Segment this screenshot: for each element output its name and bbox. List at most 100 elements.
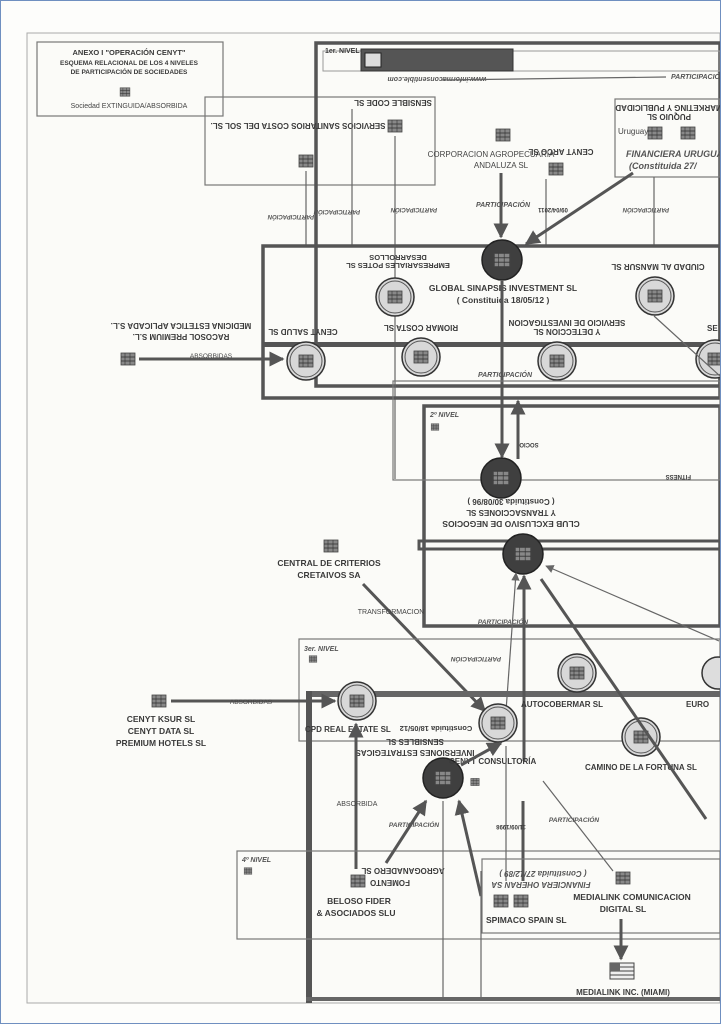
beloso-label-2: & ASOCIADOS SLU [316,908,395,918]
fitness-label: FITNESS [666,473,691,479]
camino-label: CAMINO DE LA FORTUNA SL [585,763,697,772]
participacion-top: PARTICIPACIÓN [671,72,720,81]
cpd-label: CPD REAL ESTATE SL [305,725,391,734]
legend-item: Sociedad EXTINGUIDA/ABSORBIDA [71,103,188,110]
cpd-node [338,682,376,720]
medialink-inc-label: MEDIALINK INC. (MIAMI) [576,988,670,997]
servicio-inv-node [538,342,576,380]
marketing-icon-2 [680,126,696,140]
level4-box [236,850,720,940]
level1-outer-frame [314,41,720,388]
cenyt-arco-icon [548,162,564,176]
legend-box: ANEXO I "OPERACIÓN CENYT" ESQUEMA RELACI… [36,41,224,117]
absorbida-label: ABSORBIDA [337,801,378,808]
beloso-label-1: BELOSO FIDER [327,896,391,906]
legend-subtitle-2: DE PARTICIPACIÓN DE SOCIEDADES [71,67,188,76]
absorbidas-label-l3: ABSORBIDAS [230,699,273,706]
sensibles-node [479,704,517,742]
agropecuaria-label-1: CORPORACION AGROPECUARIA [428,150,555,159]
premium-label: PREMIUM HOTELS SL [116,738,206,748]
part-label-l4a: PARTICIPACIÓN [389,820,440,829]
cenyt-salud-node [287,342,325,380]
autocobermar-label: AUTOCOBERMAR SL [521,700,603,709]
level3-thick-bar [306,691,720,697]
socio-label: SOCIO [519,441,539,447]
part-label-fin: PARTICIPACIÓN [622,206,669,213]
medicina-label-1: MEDICINA ESTETICA APLICADA S.L. [111,321,252,330]
spimaco-icon-2 [513,894,529,908]
cenyt-ksur-label: CENYT KSUR SL [127,714,195,724]
club-node [503,534,543,574]
marketing-label-2: PUQUIO SL [647,112,691,121]
level2-icon [430,423,440,431]
level3-icon [308,655,318,663]
central-label-2: CRETAIVOS SA [297,570,360,580]
cenyt-arco-label: CENYT ARCO SL [528,147,593,156]
uruguay-frame [614,98,720,178]
global-sinapsis-node [482,240,522,280]
se-partial-label: SE [707,324,718,333]
ciudad-label: CIUDAD AL MANSUR SL [611,262,704,271]
level2-label: 2º NIVEL [429,412,459,419]
euro-label: EURO [686,700,709,709]
date-small-label: 11/09/1998 [495,823,525,829]
fomento-icon [350,874,366,888]
central-label-1: CENTRAL DE CRITERIOS [277,558,381,568]
servicios-frame [204,96,436,186]
website-text: www.informaconsentible.com [388,75,487,82]
marketing-label-1: MARKETING Y PUBLICIDAD [615,103,720,112]
level4-icon [243,867,253,875]
part-label-b: PARTICIPACIÓN [313,208,360,215]
marketing-icon [647,126,663,140]
spimaco-icon [493,894,509,908]
fomento-label: FOMENTO [370,878,410,887]
part-label-l4b: PARTICIPACIÓN [549,815,600,824]
part-label-agro: PARTICIPACIÓN [476,200,531,209]
riomar-label: RIOMAR COSTA SL [384,323,458,332]
sensibles-label-2: INVERSIONES ESTRATEGICAS [355,748,475,757]
medialink-label-1: MEDIALINK COMUNICACION [573,892,691,902]
part-label-a: PARTICIPACIÓN [267,213,314,220]
club-label-2: Y TRANSACCIONES SL [466,508,556,517]
legend-title: ANEXO I "OPERACIÓN CENYT" [73,48,186,57]
level3-label: 3er. NIVEL [304,646,339,653]
oheran-label-1: FINANCIERA OHERAN SA [491,880,590,889]
paper-page [26,32,720,1004]
level1-thick-bar [263,342,720,347]
sensible-code-icon [387,119,403,133]
servicios-label: SERVICIOS SANITARIOS COSTA DEL SOL SL. [211,121,386,130]
ciudad-node [636,277,674,315]
desarrollos-label-2: EMPRESARIALES POTES SL [346,261,450,270]
absorbidas-label-l1: ABSORBIDAS [190,353,233,360]
part-label-c: PARTICIPACIÓN [390,206,437,213]
agroganadero-label: AGROGANADERO SL [361,866,444,875]
club-top-node [481,458,521,498]
autocobermar-node [558,654,596,692]
level1-label: 1er. NIVEL [325,48,360,55]
medicina-label-2: RACOSOL PREMIUM S.L. [133,332,230,341]
cpd-const-label: Constituida 18/05/12 [400,724,473,733]
sensibles-label-1: SENSIBLES SL [386,737,444,746]
level1-banner [360,48,514,72]
oheran-frame [481,858,720,934]
riomar-node [402,338,440,376]
financiera-label-1: FINANCIERA URUGUAY [626,149,720,159]
medialink-label-2: DIGITAL SL [600,904,646,914]
euro-node [701,656,720,690]
desarrollos-node [376,278,414,316]
cenyt-consultoria-label: CENYT CONSULTORÍA [449,757,536,766]
uruguay-label: Uruguay [618,127,648,136]
legend-building-icon [119,87,131,97]
spimaco-label: SPIMACO SPAIN SL [486,915,567,925]
agropecuaria-icon [495,128,511,142]
cenyt-salud-label: CENYT SALUD SL [268,327,337,336]
date-note: 09/04/2011 [537,206,567,212]
medicina-icon [120,352,136,366]
part-label-l1: PARTICIPACIÓN [478,370,533,379]
financiera-label-2: (Constituida 27/ [629,161,698,171]
part-label-l2: PARTICIPACIÓN [478,617,529,626]
sensible-code-label: SENSIBLE CODE SL [354,98,432,107]
servicio-inv-label-1: SERVICIO DE INVESTIGACION [508,318,625,327]
